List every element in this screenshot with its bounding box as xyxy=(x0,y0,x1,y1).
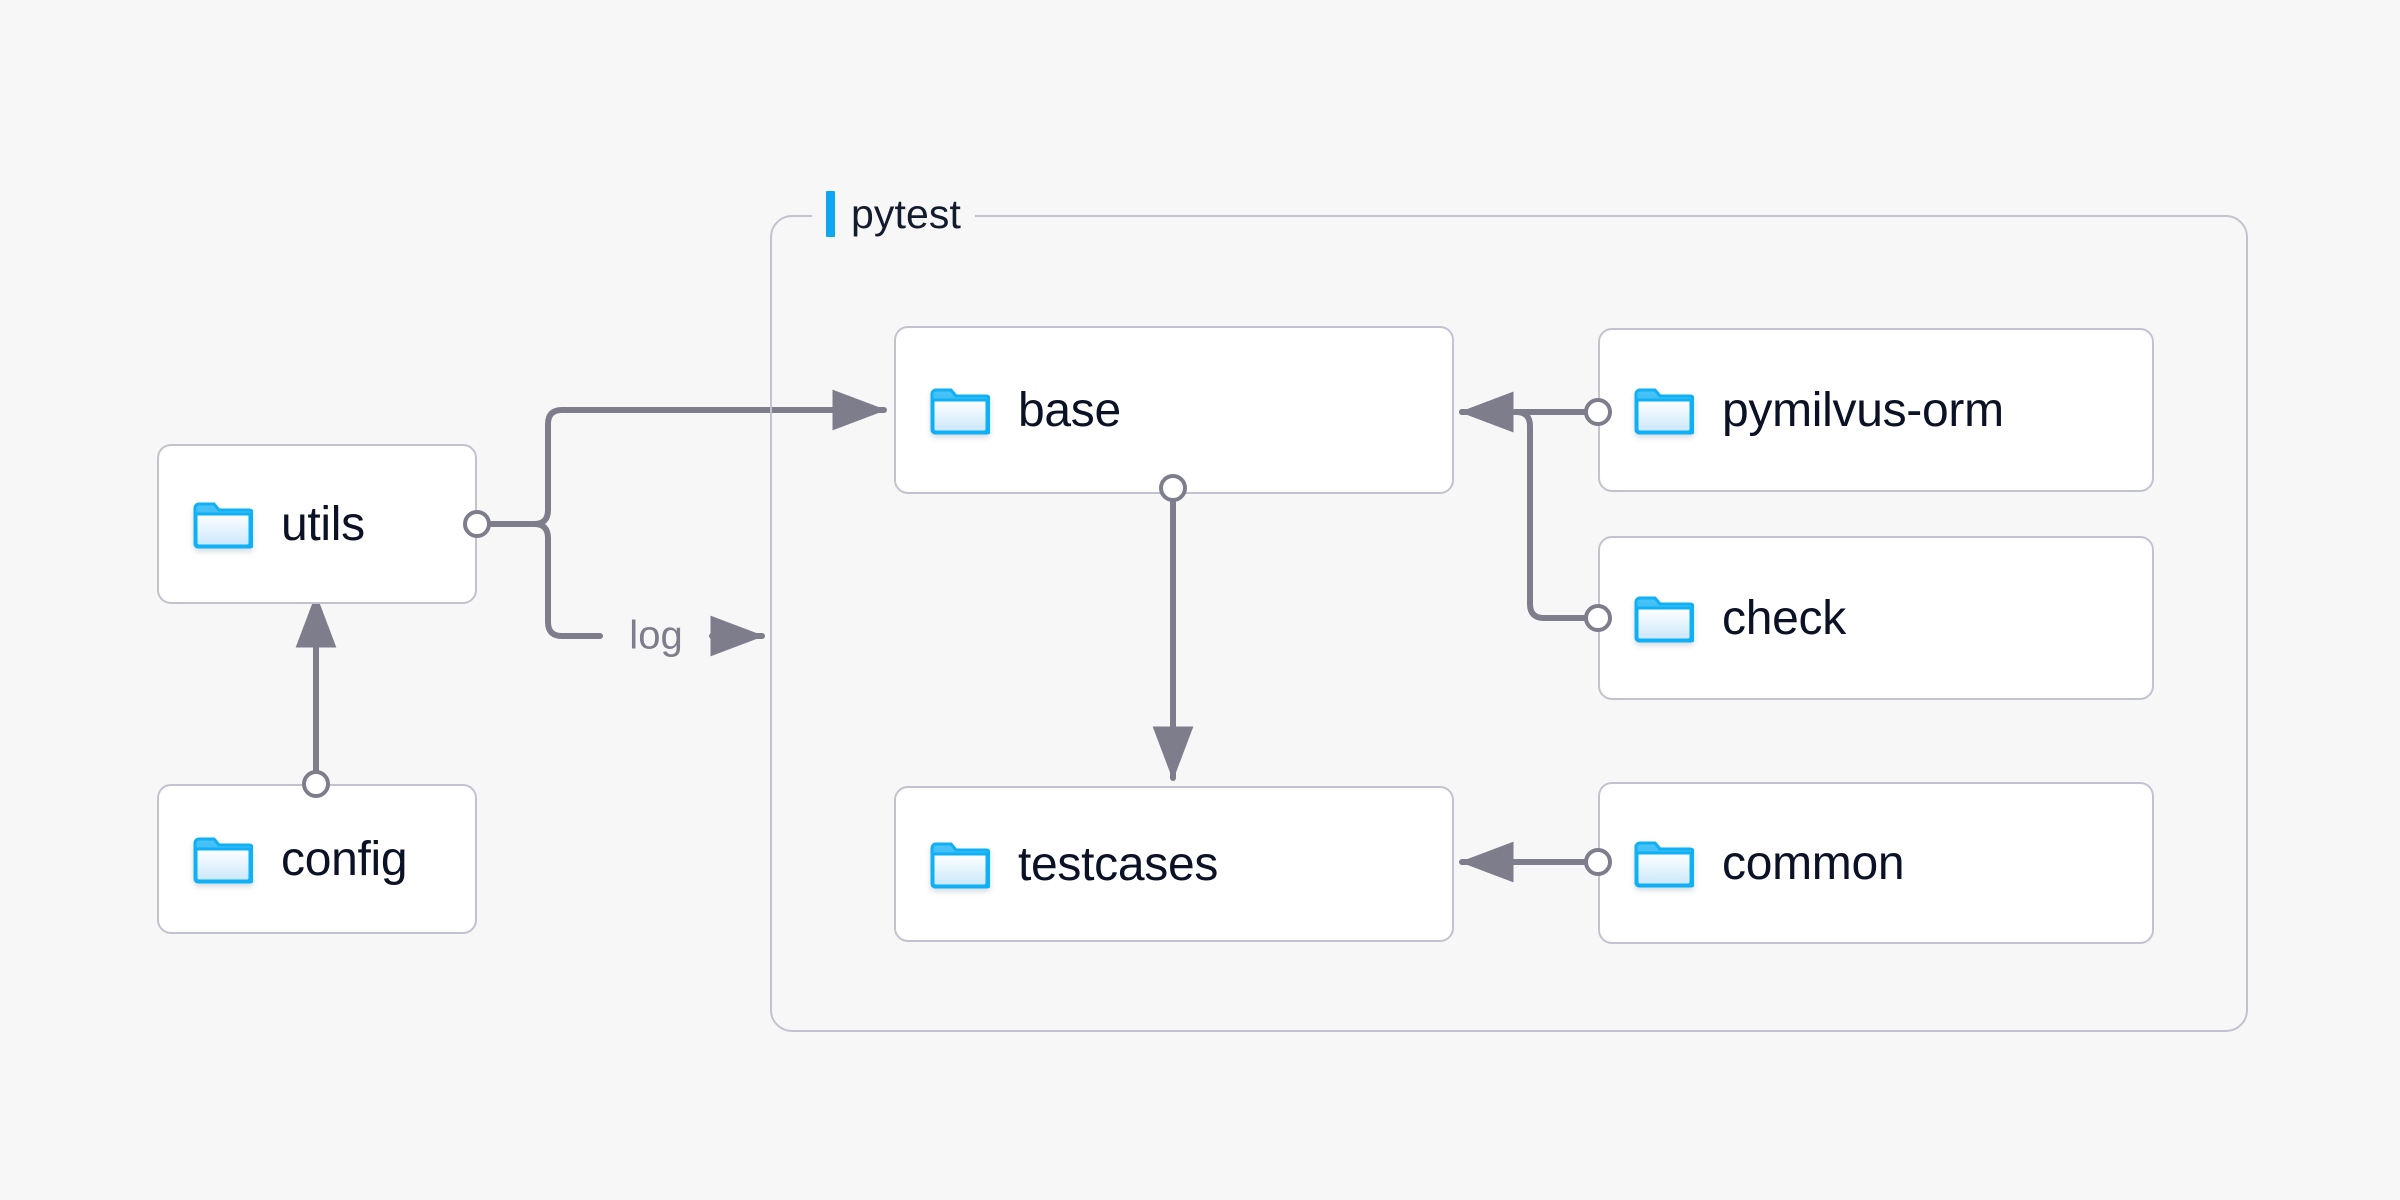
node-label: utils xyxy=(281,497,365,551)
port-utils-right[interactable] xyxy=(463,510,491,538)
node-label: check xyxy=(1722,591,1846,645)
edge-label-log: log xyxy=(629,613,683,658)
folder-icon xyxy=(193,834,253,884)
folder-icon xyxy=(193,499,253,549)
group-label-text: pytest xyxy=(851,191,961,237)
node-base[interactable]: base xyxy=(894,326,1454,494)
port-config-top[interactable] xyxy=(302,770,330,798)
node-label: testcases xyxy=(1018,837,1219,891)
port-pymilvus-orm-left[interactable] xyxy=(1584,398,1612,426)
node-label: common xyxy=(1722,836,1905,890)
node-testcases[interactable]: testcases xyxy=(894,786,1454,942)
folder-icon xyxy=(930,839,990,889)
node-check[interactable]: check xyxy=(1598,536,2154,700)
node-common[interactable]: common xyxy=(1598,782,2154,944)
node-label: base xyxy=(1018,383,1121,437)
node-pymilvus-orm[interactable]: pymilvus-orm xyxy=(1598,328,2154,492)
port-check-left[interactable] xyxy=(1584,604,1612,632)
node-config[interactable]: config xyxy=(157,784,477,934)
folder-icon xyxy=(1634,838,1694,888)
pytest-group-label: pytest xyxy=(812,191,975,237)
port-base-bottom[interactable] xyxy=(1159,474,1187,502)
node-label: config xyxy=(281,832,408,886)
edge-utils-log-branch xyxy=(531,521,603,639)
port-common-left[interactable] xyxy=(1584,848,1612,876)
folder-icon xyxy=(1634,385,1694,435)
node-label: pymilvus-orm xyxy=(1722,383,2004,437)
folder-icon xyxy=(930,385,990,435)
folder-icon xyxy=(1634,593,1694,643)
accent-bar-icon xyxy=(826,191,835,237)
pytest-group-container[interactable] xyxy=(770,215,2248,1032)
node-utils[interactable]: utils xyxy=(157,444,477,604)
